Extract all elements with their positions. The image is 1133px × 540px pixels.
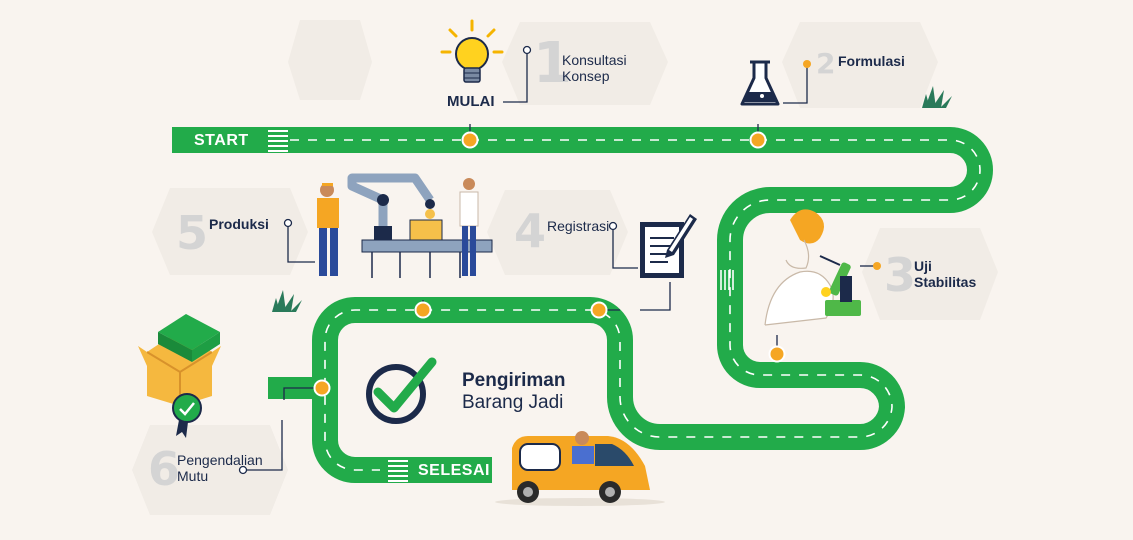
step-label-4: Registrasi [547, 218, 610, 234]
checkmark-icon [366, 357, 437, 424]
step-label-3b: Stabilitas [914, 274, 977, 290]
delivery-subtitle: Barang Jadi [462, 392, 564, 413]
document-pen-icon [640, 214, 697, 278]
delivery-van-icon [495, 431, 665, 506]
step-number-3: 3 [884, 248, 917, 302]
step-label-3a: Uji [914, 258, 932, 274]
marker-dot-2 [803, 60, 811, 68]
marker-step4 [590, 301, 608, 319]
road-markers [313, 131, 786, 397]
factory-robot-icon [317, 173, 493, 278]
package-quality-icon [138, 314, 221, 438]
step-label-6b: Mutu [177, 468, 209, 484]
step-number-6: 6 [148, 442, 181, 496]
marker-step3 [768, 345, 786, 363]
flask-icon [740, 60, 780, 106]
step-label-5: Produksi [209, 216, 269, 232]
step-number-1: 1 [533, 31, 572, 96]
connector-dots [238, 45, 618, 475]
step-number-4: 4 [514, 204, 547, 258]
marker-step1 [461, 131, 479, 149]
step-label-2: Formulasi [838, 53, 905, 69]
scientist-microscope-icon [764, 209, 861, 326]
finish-label: SELESAI [418, 462, 490, 479]
delivery-title: Pengiriman [462, 370, 566, 391]
start-stripes [268, 130, 288, 152]
background-hexagons [132, 20, 998, 515]
road-side-stripes [720, 270, 734, 290]
marker-step5 [414, 301, 432, 319]
step-number-5: 5 [176, 206, 209, 260]
step-label-1a: Konsultasi [562, 52, 627, 68]
marker-dot-3 [873, 262, 881, 270]
plant-icon-2 [272, 290, 302, 312]
begin-label: MULAI [447, 93, 495, 110]
lightbulb-icon [440, 19, 504, 83]
plant-icon [922, 86, 952, 108]
marker-step6 [313, 379, 331, 397]
marker-step2 [749, 131, 767, 149]
start-label: START [194, 132, 249, 149]
step-number-2: 2 [816, 47, 836, 80]
finish-stripes [388, 460, 408, 482]
step-label-6a: Pengendalian [177, 452, 263, 468]
step-label-1b: Konsep [562, 68, 610, 84]
road-center-line [290, 139, 981, 471]
